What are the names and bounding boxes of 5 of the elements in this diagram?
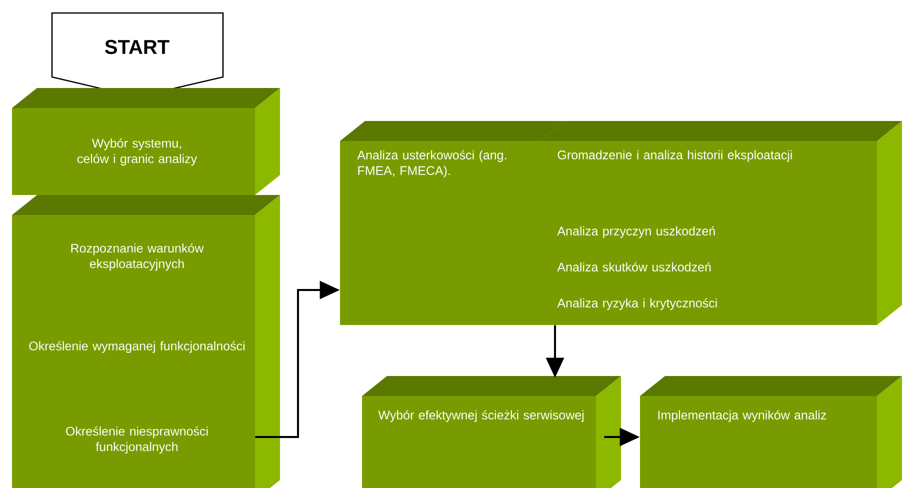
process-box: Rozpoznanie warunków eksploatacyjnych Określenie wymaganej funkcjonalności Określenie niesprawności funkcjonalnych — [12, 195, 280, 488]
process-box: Implementacja wyników analiz — [640, 376, 902, 488]
process-box: Wybór efektywnej ścieżki serwisowej — [362, 376, 621, 488]
process-box: Wybór systemu, celów i granic analizy — [12, 88, 280, 195]
process-box: Analiza usterkowości (ang. FMEA, FMECA). Gromadzenie i analiza historii eksploatacji Analiza przyczyn uszkodzeń Analiza skutków uszkodzeń Analiza ryzyka i krytyczności — [340, 120, 902, 325]
